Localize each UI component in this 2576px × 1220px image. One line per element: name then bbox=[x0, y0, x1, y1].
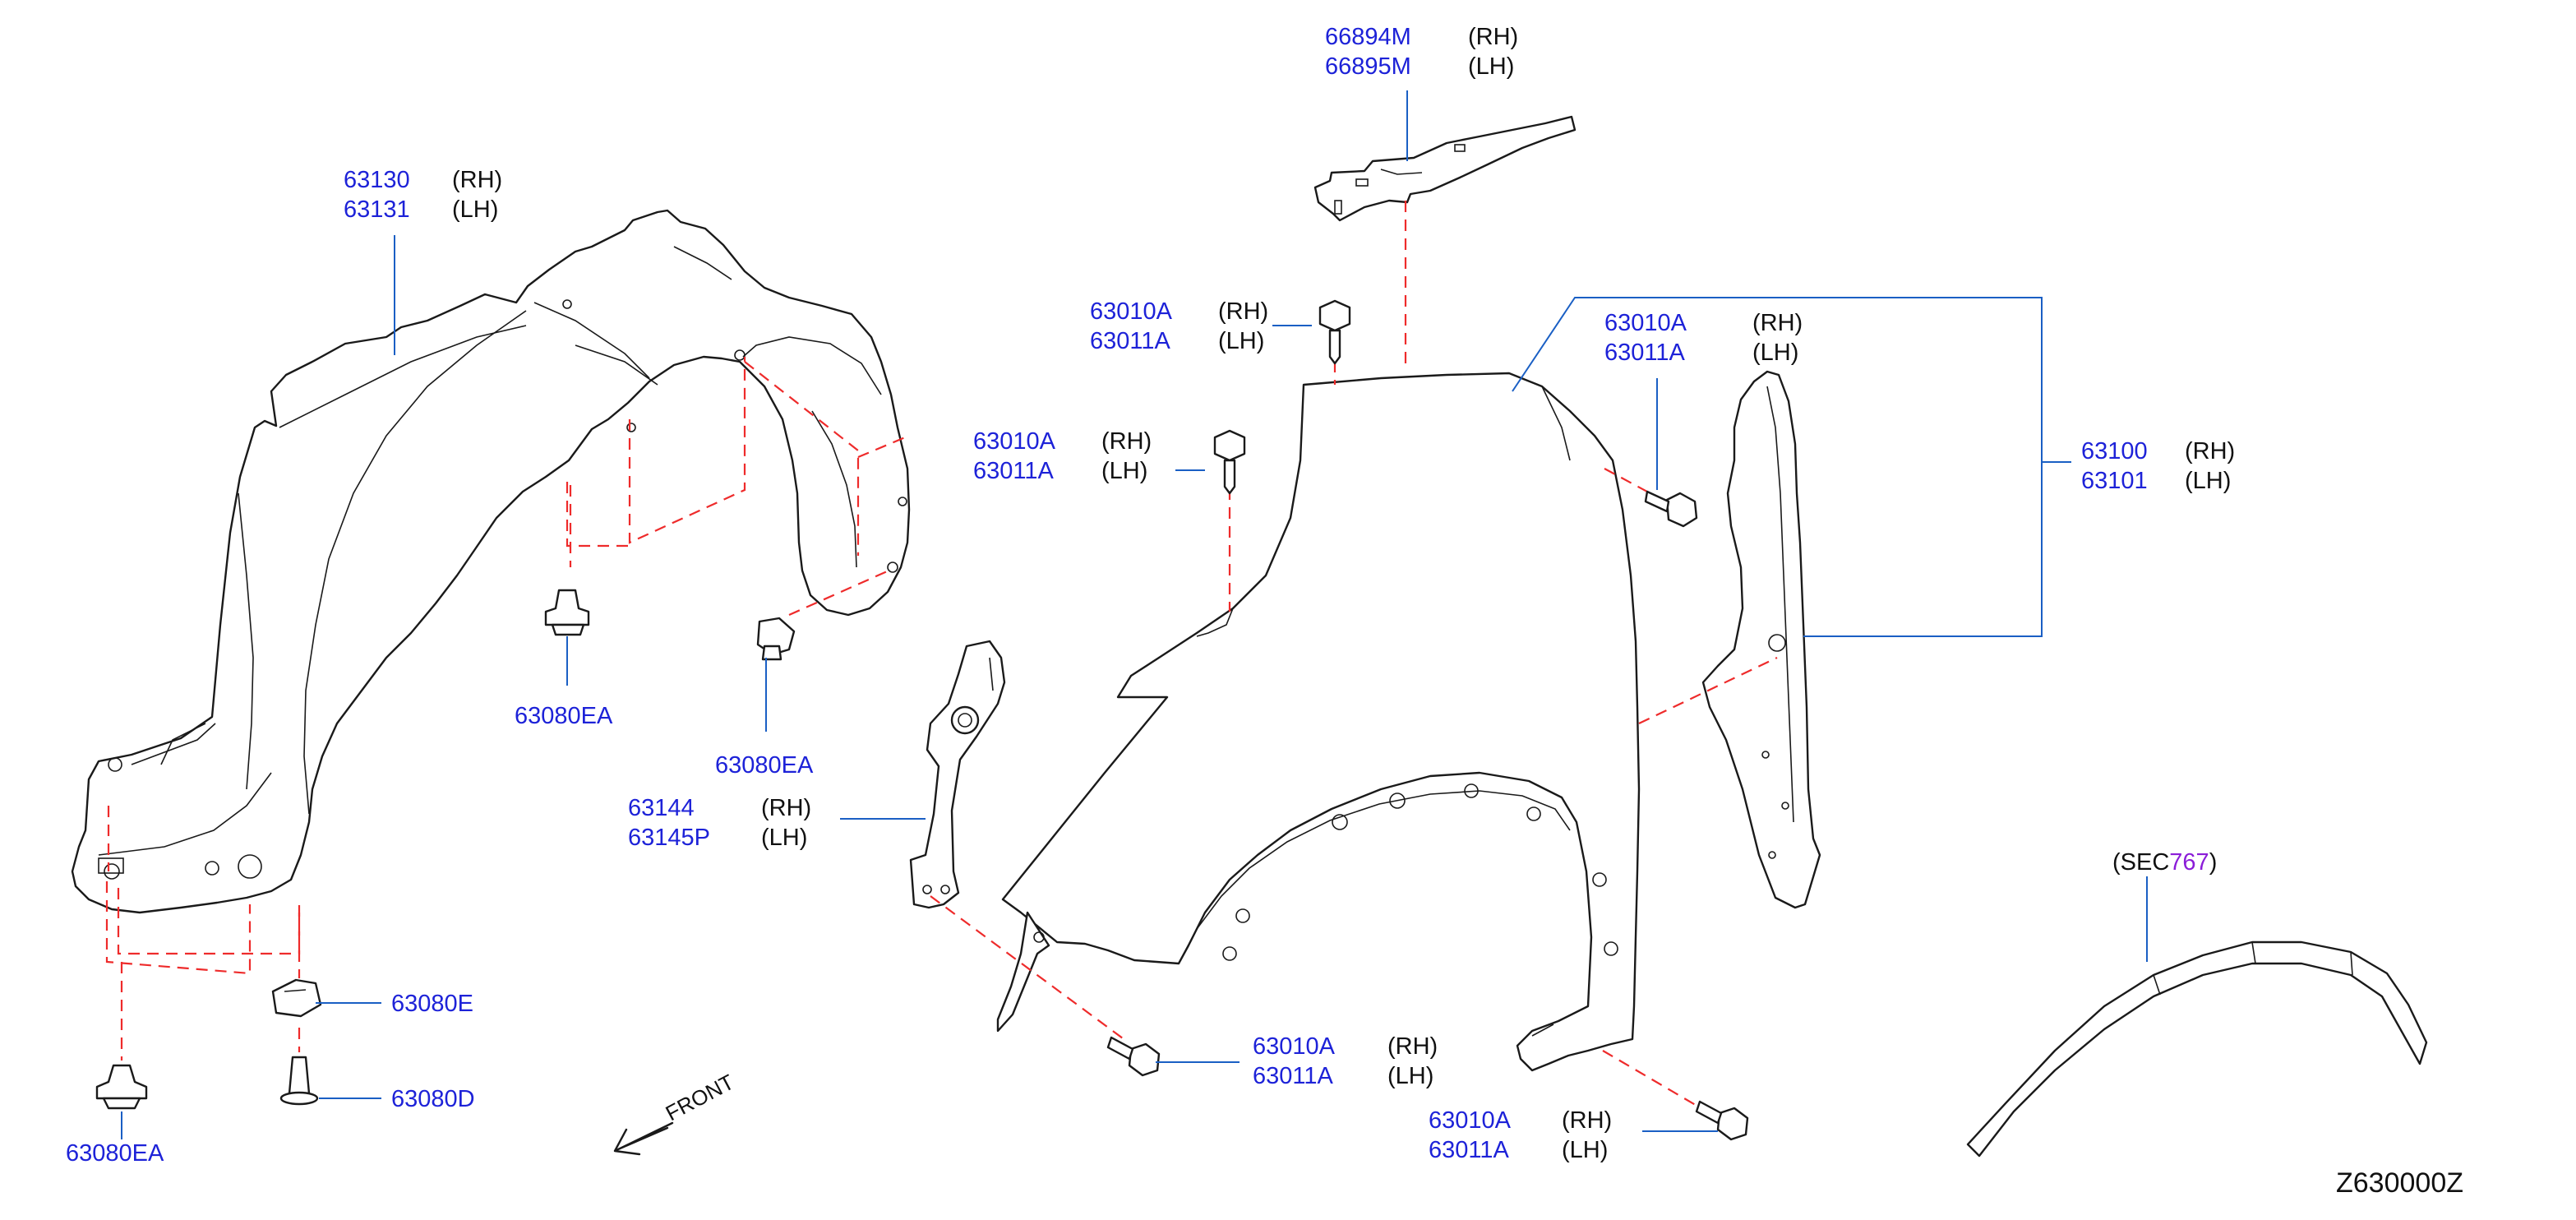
clip-63080ea-middle bbox=[756, 617, 796, 661]
section-reference: (SEC767) bbox=[2112, 849, 2217, 876]
side-label: (RH) bbox=[1218, 298, 1268, 325]
side-label: (RH) bbox=[2185, 438, 2235, 464]
front-fender-drawing bbox=[996, 372, 1641, 1072]
callout-63080ea-middle: 63080EA bbox=[715, 752, 814, 779]
screw-63080d bbox=[279, 1056, 319, 1106]
part-number: 63011A bbox=[973, 458, 1054, 484]
section-number: 767 bbox=[2169, 849, 2209, 876]
callout-63080ea-upper: 63080EA bbox=[515, 703, 613, 729]
side-label: (RH) bbox=[1562, 1107, 1612, 1134]
side-label: (LH) bbox=[2185, 468, 2231, 494]
callout-63010a-lower-right: 63010A (RH) 63011A (LH) bbox=[1429, 1107, 1612, 1163]
part-number: 63145P bbox=[628, 825, 710, 851]
side-label: (LH) bbox=[452, 196, 498, 223]
bolt-upper-right bbox=[1644, 490, 1698, 528]
protector-assembly-lines bbox=[105, 357, 910, 1061]
part-number: 63130 bbox=[344, 167, 410, 193]
callout-63144: 63144 (RH) 63145P (LH) bbox=[628, 795, 811, 851]
fender-protector-drawing bbox=[71, 209, 911, 914]
side-label: (LH) bbox=[1218, 328, 1264, 354]
part-number: 63101 bbox=[2081, 468, 2148, 494]
side-label: (LH) bbox=[1101, 458, 1147, 484]
part-number: 63011A bbox=[1253, 1063, 1333, 1089]
bolt-upper-center bbox=[1318, 299, 1351, 365]
callout-63010a-upper-right: 63010A (RH) 63011A (LH) bbox=[1604, 310, 1803, 366]
callout-63010a-upper-center: 63010A (RH) 63011A (LH) bbox=[1090, 298, 1268, 354]
leader-lines bbox=[121, 90, 2148, 1139]
callout-63080ea-lower: 63080EA bbox=[66, 1140, 164, 1167]
front-direction-indicator: FRONT bbox=[613, 1070, 738, 1156]
part-number: 63010A bbox=[1429, 1107, 1512, 1134]
bolt-lower-right bbox=[1695, 1100, 1749, 1141]
callout-63131: 63131 (LH) bbox=[344, 196, 498, 223]
side-label: (RH) bbox=[1752, 310, 1803, 336]
side-label: (LH) bbox=[1562, 1137, 1608, 1163]
side-label: (LH) bbox=[1387, 1063, 1433, 1089]
diagram-id: Z630000Z bbox=[2336, 1167, 2463, 1199]
fender-bracket-drawing bbox=[909, 640, 1006, 909]
clip-63080ea-lower bbox=[95, 1064, 148, 1110]
front-label: FRONT bbox=[662, 1070, 738, 1126]
part-number: 66895M bbox=[1325, 53, 1411, 80]
side-label: (RH) bbox=[1101, 428, 1152, 455]
callout-66894m: 66894M (RH) bbox=[1325, 24, 1518, 50]
part-number: 63011A bbox=[1429, 1137, 1509, 1163]
side-label: (RH) bbox=[452, 167, 502, 193]
side-label: (LH) bbox=[761, 825, 807, 851]
fender-seal-drawing bbox=[1701, 370, 1821, 909]
part-number: 63131 bbox=[344, 196, 410, 223]
part-number: 63010A bbox=[1604, 310, 1687, 336]
part-number: 63010A bbox=[973, 428, 1056, 455]
side-label: (RH) bbox=[761, 795, 811, 821]
part-number: 63144 bbox=[628, 795, 695, 821]
part-number: 63011A bbox=[1604, 340, 1685, 366]
bolt-lower-left bbox=[1106, 1036, 1161, 1077]
section-open: (SEC bbox=[2112, 849, 2169, 876]
clip-63080ea-upper bbox=[544, 589, 590, 636]
part-number: 63010A bbox=[1090, 298, 1173, 325]
wheel-arch-molding-drawing bbox=[1966, 940, 2428, 1158]
callout-63100: 63100 (RH) 63101 (LH) bbox=[2081, 438, 2235, 494]
callout-63010a-lower-left: 63010A (RH) 63011A (LH) bbox=[1253, 1033, 1438, 1089]
part-number: 63010A bbox=[1253, 1033, 1336, 1060]
callout-66895m: 66895M (LH) bbox=[1325, 53, 1514, 80]
part-number: 63100 bbox=[2081, 438, 2148, 464]
side-label: (RH) bbox=[1387, 1033, 1438, 1060]
side-label: (LH) bbox=[1468, 53, 1514, 80]
callout-63130: 63130 (RH) bbox=[344, 167, 502, 193]
part-number: 66894M bbox=[1325, 24, 1411, 50]
callout-63080d: 63080D bbox=[391, 1086, 475, 1112]
fender-stay-drawing bbox=[1313, 115, 1577, 222]
callout-63080e: 63080E bbox=[391, 991, 473, 1017]
part-number: 63011A bbox=[1090, 328, 1170, 354]
bolt-upper-left bbox=[1213, 429, 1246, 495]
section-close: ) bbox=[2209, 849, 2218, 876]
callout-63010a-upper-left: 63010A (RH) 63011A (LH) bbox=[973, 428, 1152, 484]
side-label: (RH) bbox=[1468, 24, 1518, 50]
clip-63080e bbox=[271, 978, 322, 1018]
side-label: (LH) bbox=[1752, 340, 1798, 366]
